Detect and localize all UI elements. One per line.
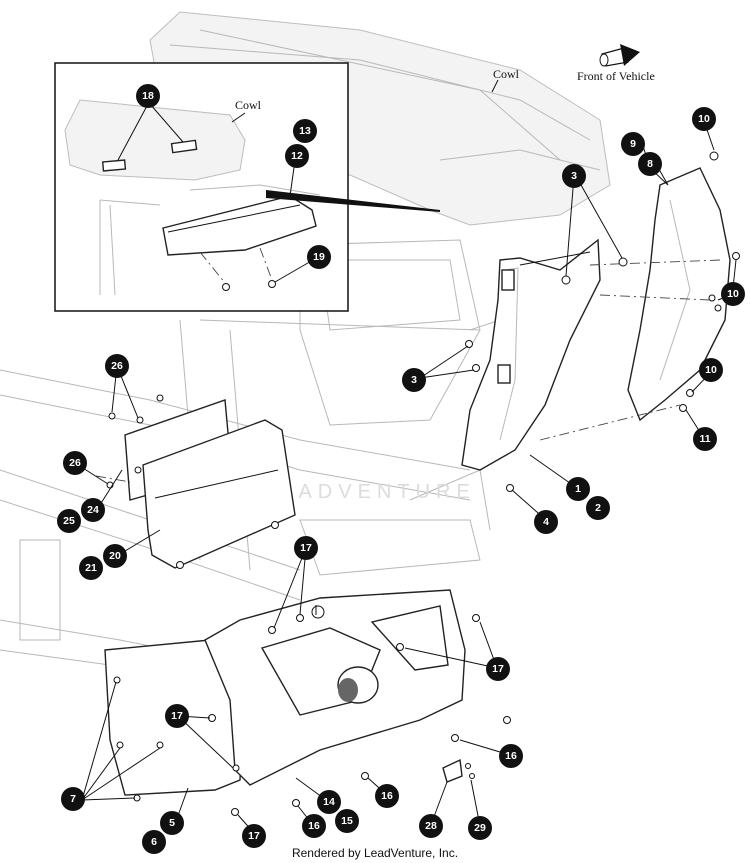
callout-17-bottom: 17 <box>242 824 266 848</box>
svg-text:10: 10 <box>727 288 739 300</box>
svg-text:15: 15 <box>341 815 353 827</box>
svg-text:24: 24 <box>87 504 99 516</box>
svg-text:3: 3 <box>571 170 577 182</box>
callout-9: 9 <box>621 132 645 156</box>
callout-11: 11 <box>693 427 717 451</box>
callout-24: 24 <box>81 498 105 522</box>
svg-text:17: 17 <box>248 830 260 842</box>
svg-text:14: 14 <box>323 796 335 808</box>
svg-text:28: 28 <box>425 820 437 832</box>
callout-13: 13 <box>293 119 317 143</box>
svg-text:4: 4 <box>543 516 549 528</box>
svg-text:9: 9 <box>630 138 636 150</box>
svg-text:16: 16 <box>381 790 393 802</box>
callout-16-mid: 16 <box>375 784 399 808</box>
svg-text:26: 26 <box>69 457 81 469</box>
svg-text:21: 21 <box>85 562 97 574</box>
callout-3-mid: 3 <box>402 368 426 392</box>
callout-29: 29 <box>468 816 492 840</box>
svg-text:12: 12 <box>291 150 303 162</box>
callout-5: 5 <box>160 811 184 835</box>
callout-1: 1 <box>566 477 590 501</box>
callout-3-top: 3 <box>562 164 586 188</box>
callout-6: 6 <box>142 830 166 854</box>
svg-text:11: 11 <box>699 433 710 445</box>
callout-21: 21 <box>79 556 103 580</box>
svg-text:10: 10 <box>698 113 710 125</box>
front-arrow-icon <box>599 44 640 67</box>
callout-4: 4 <box>534 510 558 534</box>
svg-text:16: 16 <box>308 820 320 832</box>
right-side-panel <box>539 151 740 441</box>
svg-text:10: 10 <box>705 364 717 376</box>
svg-text:19: 19 <box>313 251 325 263</box>
svg-text:2: 2 <box>595 502 601 514</box>
dash-side-panel <box>461 238 601 471</box>
svg-text:8: 8 <box>647 158 653 170</box>
callout-7: 7 <box>61 787 85 811</box>
callout-19: 19 <box>307 245 331 269</box>
callout-16-low: 16 <box>302 814 326 838</box>
callout-14: 14 <box>317 790 341 814</box>
svg-text:1: 1 <box>575 483 581 495</box>
callout-25: 25 <box>57 509 81 533</box>
callout-8: 8 <box>638 152 662 176</box>
callout-18: 18 <box>136 84 160 108</box>
svg-text:6: 6 <box>151 836 157 848</box>
cowl-inset-label: Cowl <box>235 98 262 112</box>
callout-26-left: 26 <box>63 451 87 475</box>
left-kick-panel <box>142 419 296 569</box>
svg-text:13: 13 <box>299 125 311 137</box>
svg-text:3: 3 <box>411 374 417 386</box>
small-bracket <box>442 758 475 783</box>
callout-26-top: 26 <box>105 354 129 378</box>
callout-16-right: 16 <box>499 744 523 768</box>
svg-text:20: 20 <box>109 550 121 562</box>
svg-text:16: 16 <box>505 750 517 762</box>
callout-2: 2 <box>586 496 610 520</box>
watermark: LEADVENTURE <box>262 481 476 503</box>
svg-text:26: 26 <box>111 360 123 372</box>
svg-text:17: 17 <box>300 542 312 554</box>
callout-28: 28 <box>419 814 443 838</box>
footer-credit: Rendered by LeadVenture, Inc. <box>292 846 458 860</box>
callout-17-top: 17 <box>294 536 318 560</box>
callout-15: 15 <box>335 809 359 833</box>
svg-text:17: 17 <box>171 710 183 722</box>
svg-text:25: 25 <box>63 515 75 527</box>
callout-10-mid: 10 <box>721 282 745 306</box>
svg-text:17: 17 <box>492 663 504 675</box>
inset-detail: Cowl <box>54 62 440 312</box>
cowl-label: Cowl <box>493 67 520 81</box>
svg-text:18: 18 <box>142 90 154 102</box>
callout-10-low: 10 <box>699 358 723 382</box>
svg-text:29: 29 <box>474 822 486 834</box>
callout-12: 12 <box>285 144 309 168</box>
svg-text:5: 5 <box>169 817 175 829</box>
callout-10-top: 10 <box>692 107 716 131</box>
callout-20: 20 <box>103 544 127 568</box>
floor-tray-panel <box>204 589 511 816</box>
front-of-vehicle-label: Front of Vehicle <box>577 69 655 83</box>
callout-17-right: 17 <box>486 657 510 681</box>
callout-17-mid: 17 <box>165 704 189 728</box>
svg-text:7: 7 <box>70 793 76 805</box>
